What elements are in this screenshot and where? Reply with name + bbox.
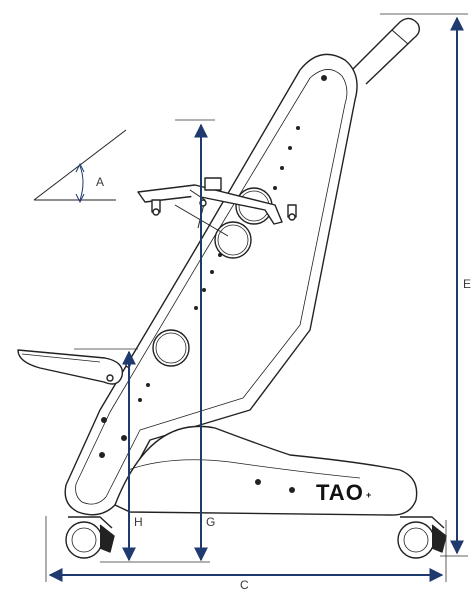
lower-armrest	[17, 349, 131, 385]
dim-label-e: E	[463, 277, 471, 291]
stand-drawing	[17, 17, 447, 559]
castor-rear	[397, 516, 447, 559]
base-leg	[114, 425, 418, 516]
dimension-lines	[48, 16, 464, 582]
angle-indicator	[33, 129, 127, 204]
extension-lines	[45, 13, 468, 582]
brand-logo: TAO +	[316, 480, 371, 505]
castor-front	[65, 516, 115, 559]
base-leg-inner	[127, 459, 361, 479]
adjustment-knobs	[152, 187, 273, 367]
column-holes	[99, 75, 327, 493]
logo-suffix: +	[366, 490, 371, 500]
dim-label-h: H	[134, 515, 143, 529]
dim-label-g: G	[206, 515, 215, 529]
logo-text: TAO	[316, 480, 364, 505]
top-handle	[349, 17, 421, 85]
dim-label-c: C	[240, 578, 249, 589]
angle-label: A	[96, 175, 104, 189]
